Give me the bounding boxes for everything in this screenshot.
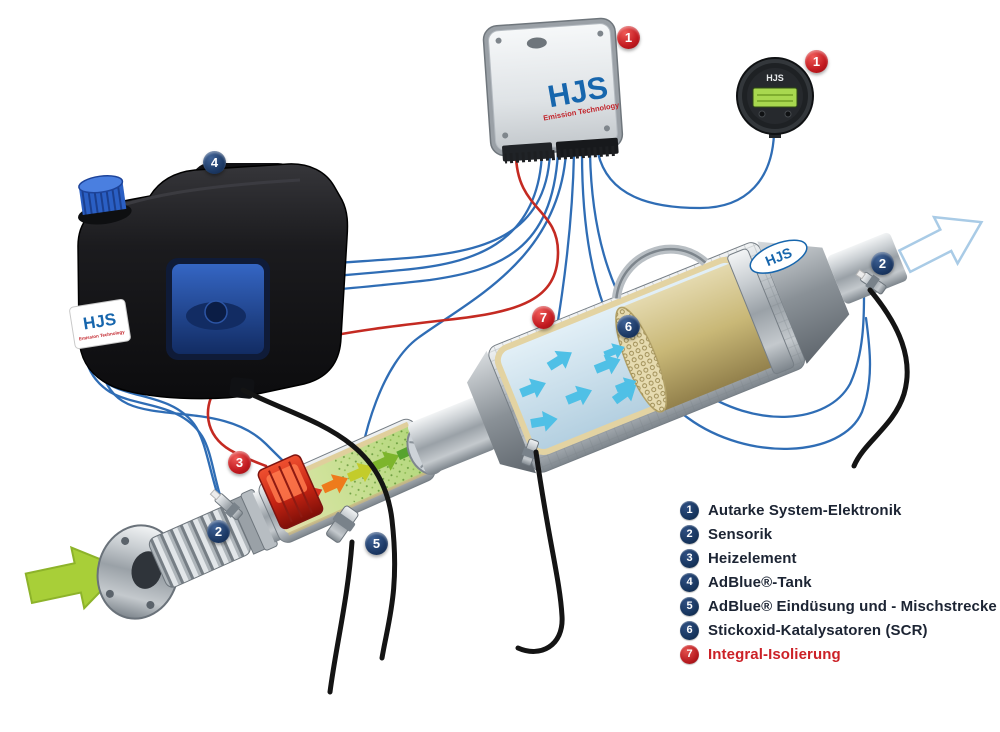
badge-3-num: 3 — [235, 455, 244, 470]
insulation-rim-lower-2 — [287, 470, 430, 536]
legend-label-1: Autarke System-Elektronik — [708, 501, 902, 519]
legend-badge-7: 7 — [680, 644, 699, 664]
legend-label-3: Heizelement — [708, 549, 797, 567]
legend-label-2: Sensorik — [708, 525, 773, 543]
legend-badge-3: 3 — [680, 548, 699, 568]
outlet-pipe — [827, 232, 908, 304]
housing-inlet-pipe — [408, 397, 496, 475]
badge-4-tank: 4 — [203, 151, 226, 174]
gauge-button-right — [784, 110, 792, 118]
injector-cable — [327, 539, 355, 695]
inlet-sensor — [209, 489, 243, 521]
legend-item-5: 5 AdBlue® Eindüsung und - Mischstrecke — [680, 594, 997, 618]
tank-cable — [240, 387, 398, 661]
badge-3-heater: 3 — [228, 451, 251, 474]
badge-7-num: 7 — [539, 310, 548, 325]
legend: 1 Autarke System-Elektronik 2 Sensorik 3… — [680, 498, 997, 666]
adblue-injector — [326, 505, 359, 543]
housing-end-ring — [727, 248, 795, 375]
wiring-red — [206, 151, 560, 468]
badge-6-num: 6 — [624, 319, 633, 334]
legend-badge-4: 4 — [680, 572, 699, 592]
housing-inlet-cone — [466, 350, 537, 474]
badge-7-insulation: 7 — [532, 306, 555, 329]
housing-outlet-cone — [757, 241, 850, 364]
exhaust-outlet-arrow — [897, 215, 984, 274]
legend-item-4: 4 AdBlue®-Tank — [680, 570, 997, 594]
badge-1-gauge-num: 1 — [812, 54, 821, 69]
badge-6-catalyst: 6 — [617, 315, 640, 338]
legend-label-7: Integral-Isolierung — [708, 645, 841, 663]
badge-4-tank-num: 4 — [210, 155, 219, 170]
outlet-sensor-cable — [851, 287, 910, 469]
mid-sensor-cable — [515, 449, 565, 654]
badge-5-injector: 5 — [365, 532, 388, 555]
scr-housing: HJS — [408, 232, 908, 475]
ecu-slot — [526, 37, 547, 49]
legend-label-5: AdBlue® Eindüsung und - Mischstrecke — [708, 597, 997, 615]
housing-brand-badge: HJS — [749, 239, 808, 274]
legend-label-6: Stickoxid-Katalysatoren (SCR) — [708, 621, 928, 639]
ecu-connector-pins — [504, 145, 617, 164]
gauge-button-left — [758, 110, 766, 118]
ecu-unit: HJS Emission Technology — [482, 17, 624, 164]
tank-level-window — [166, 258, 270, 360]
badge-2-outlet-num: 2 — [878, 256, 887, 271]
legend-item-7: 7 Integral-Isolierung — [680, 642, 997, 666]
badge-1-gauge: 1 — [805, 50, 828, 73]
tank-hjs-logo: HJS — [82, 310, 118, 334]
display-gauge: HJS — [736, 57, 814, 138]
badge-2-inlet-sensor: 2 — [207, 520, 230, 543]
legend-item-6: 6 Stickoxid-Katalysatoren (SCR) — [680, 618, 997, 642]
badge-1-ecu-num: 1 — [624, 30, 633, 45]
legend-item-3: 3 Heizelement — [680, 546, 997, 570]
legend-label-4: AdBlue®-Tank — [708, 573, 812, 591]
badge-2-inlet-num: 2 — [214, 524, 223, 539]
gauge-hjs-logo: HJS — [766, 73, 784, 83]
badge-5-num: 5 — [372, 536, 381, 551]
legend-badge-5: 5 — [680, 596, 699, 616]
mounting-bracket-shade — [615, 247, 707, 299]
badge-2-outlet-sensor: 2 — [871, 252, 894, 275]
gauge-lcd — [752, 87, 798, 108]
legend-badge-1: 1 — [680, 500, 699, 520]
legend-badge-2: 2 — [680, 524, 699, 544]
legend-item-1: 1 Autarke System-Elektronik — [680, 498, 997, 522]
tank-filler-cap — [78, 174, 132, 225]
outlet-sensor — [855, 269, 887, 295]
tank-brand-label: HJS Emission Technology — [69, 298, 131, 350]
legend-item-2: 2 Sensorik — [680, 522, 997, 546]
badge-1-ecu: 1 — [617, 26, 640, 49]
legend-badge-6: 6 — [680, 620, 699, 640]
cables-black — [240, 287, 910, 695]
heating-element — [257, 454, 324, 530]
adblue-tank: HJS Emission Technology — [69, 163, 349, 400]
